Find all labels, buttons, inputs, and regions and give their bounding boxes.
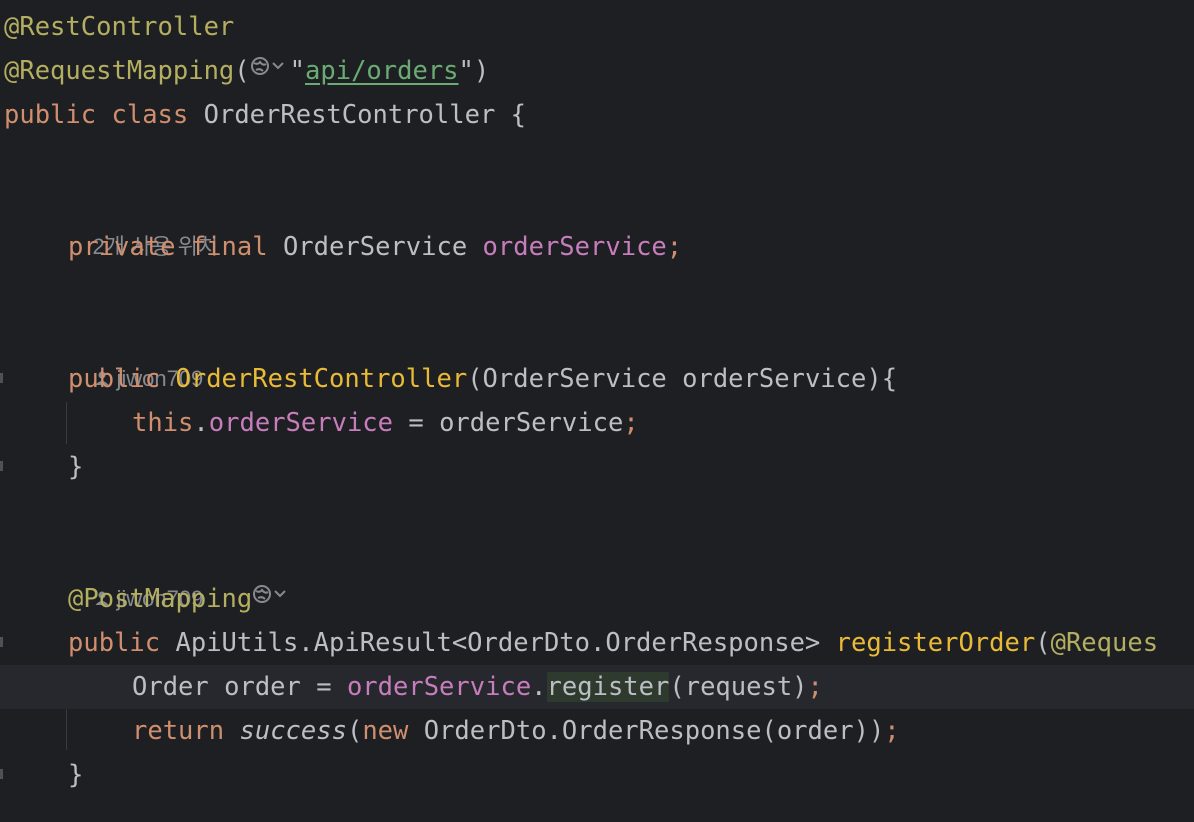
keyword-this: this — [132, 408, 194, 438]
keyword-public: public — [68, 628, 161, 658]
code-line[interactable]: return success(new OrderDto.OrderRespons… — [0, 709, 1194, 753]
dot: . — [193, 408, 209, 438]
globe-dropdown-icon[interactable] — [252, 576, 292, 620]
constructor-call: OrderDto.OrderResponse(order)) — [408, 716, 885, 746]
usages-hint-label: 2개 사용 위치 — [92, 234, 219, 259]
brace: { — [510, 100, 527, 130]
keyword-new: new — [362, 716, 409, 746]
constructor-params: (OrderService orderService){ — [467, 364, 898, 394]
field-name: orderService — [482, 232, 667, 262]
paren: ( — [346, 716, 363, 746]
local-declaration: Order order = — [132, 672, 347, 702]
annotation-rest-controller: @RestController — [4, 12, 235, 42]
quote: " — [289, 56, 306, 86]
code-line[interactable]: @PostMapping — [0, 577, 1194, 621]
url-path-link[interactable]: api/orders — [305, 56, 459, 86]
author-name: jiwon709 — [116, 366, 204, 391]
code-line[interactable]: } — [0, 445, 1194, 489]
annotation-request-mapping: @RequestMapping — [4, 56, 235, 86]
paren: ( — [1035, 628, 1051, 658]
static-call: success — [239, 716, 347, 746]
type-name: OrderService — [282, 232, 468, 262]
constructor-name: OrderRestController — [175, 364, 468, 394]
call-args: (request) — [669, 672, 808, 702]
code-line[interactable]: private final OrderService orderService; — [0, 225, 1194, 269]
keyword-public: public — [68, 364, 161, 394]
keyword-return: return — [132, 716, 225, 746]
author-hint[interactable]: jiwon709 — [70, 313, 203, 391]
globe-dropdown-icon[interactable] — [250, 48, 290, 92]
semicolon: ; — [884, 716, 900, 746]
quote: " — [458, 56, 474, 86]
method-call: register — [546, 672, 670, 702]
field-name: orderService — [346, 672, 532, 702]
brace: } — [68, 452, 84, 482]
class-name: OrderRestController — [203, 100, 496, 130]
fold-marker[interactable] — [0, 637, 3, 647]
semicolon: ; — [807, 672, 823, 702]
fold-marker[interactable] — [0, 769, 3, 779]
annotation-post-mapping: @PostMapping — [68, 584, 253, 614]
semicolon: ; — [666, 232, 683, 262]
fold-marker[interactable] — [0, 461, 3, 471]
paren: ) — [473, 56, 490, 86]
code-line[interactable]: public ApiUtils.ApiResult<OrderDto.Order… — [0, 621, 1194, 665]
assignment: = orderService — [393, 408, 624, 438]
field-name: orderService — [208, 408, 394, 438]
author-hint[interactable]: jiwon709 — [70, 533, 203, 611]
code-line[interactable]: public OrderRestController(OrderService … — [0, 357, 1194, 401]
code-line[interactable]: @RestController — [0, 5, 1194, 49]
code-line[interactable]: @RequestMapping( "api/orders") — [0, 49, 1194, 93]
semicolon: ; — [623, 408, 639, 438]
code-line-current[interactable]: Order order = orderService.register(requ… — [0, 665, 1194, 709]
usages-hint[interactable]: 2개 사용 위치 — [68, 181, 218, 259]
fold-marker[interactable] — [0, 373, 3, 383]
author-name: jiwon709 — [116, 586, 204, 611]
user-icon — [94, 357, 110, 401]
keyword-private: private — [68, 232, 176, 262]
dot: . — [531, 672, 547, 702]
brace: } — [68, 760, 84, 790]
return-type: ApiUtils.ApiResult<OrderDto.OrderRespons… — [175, 628, 821, 658]
indent-guide — [66, 402, 67, 444]
paren: ( — [234, 56, 250, 86]
keyword-class: class — [111, 100, 189, 130]
code-line[interactable]: public class OrderRestController { — [0, 93, 1194, 137]
method-name: registerOrder — [835, 628, 1036, 658]
code-line[interactable]: } — [0, 753, 1194, 797]
user-icon — [94, 577, 110, 621]
keyword-final: final — [190, 232, 268, 262]
code-line[interactable]: this.orderService = orderService; — [0, 401, 1194, 445]
param-annotation: @Reques — [1050, 628, 1159, 658]
keyword-public: public — [4, 100, 97, 130]
